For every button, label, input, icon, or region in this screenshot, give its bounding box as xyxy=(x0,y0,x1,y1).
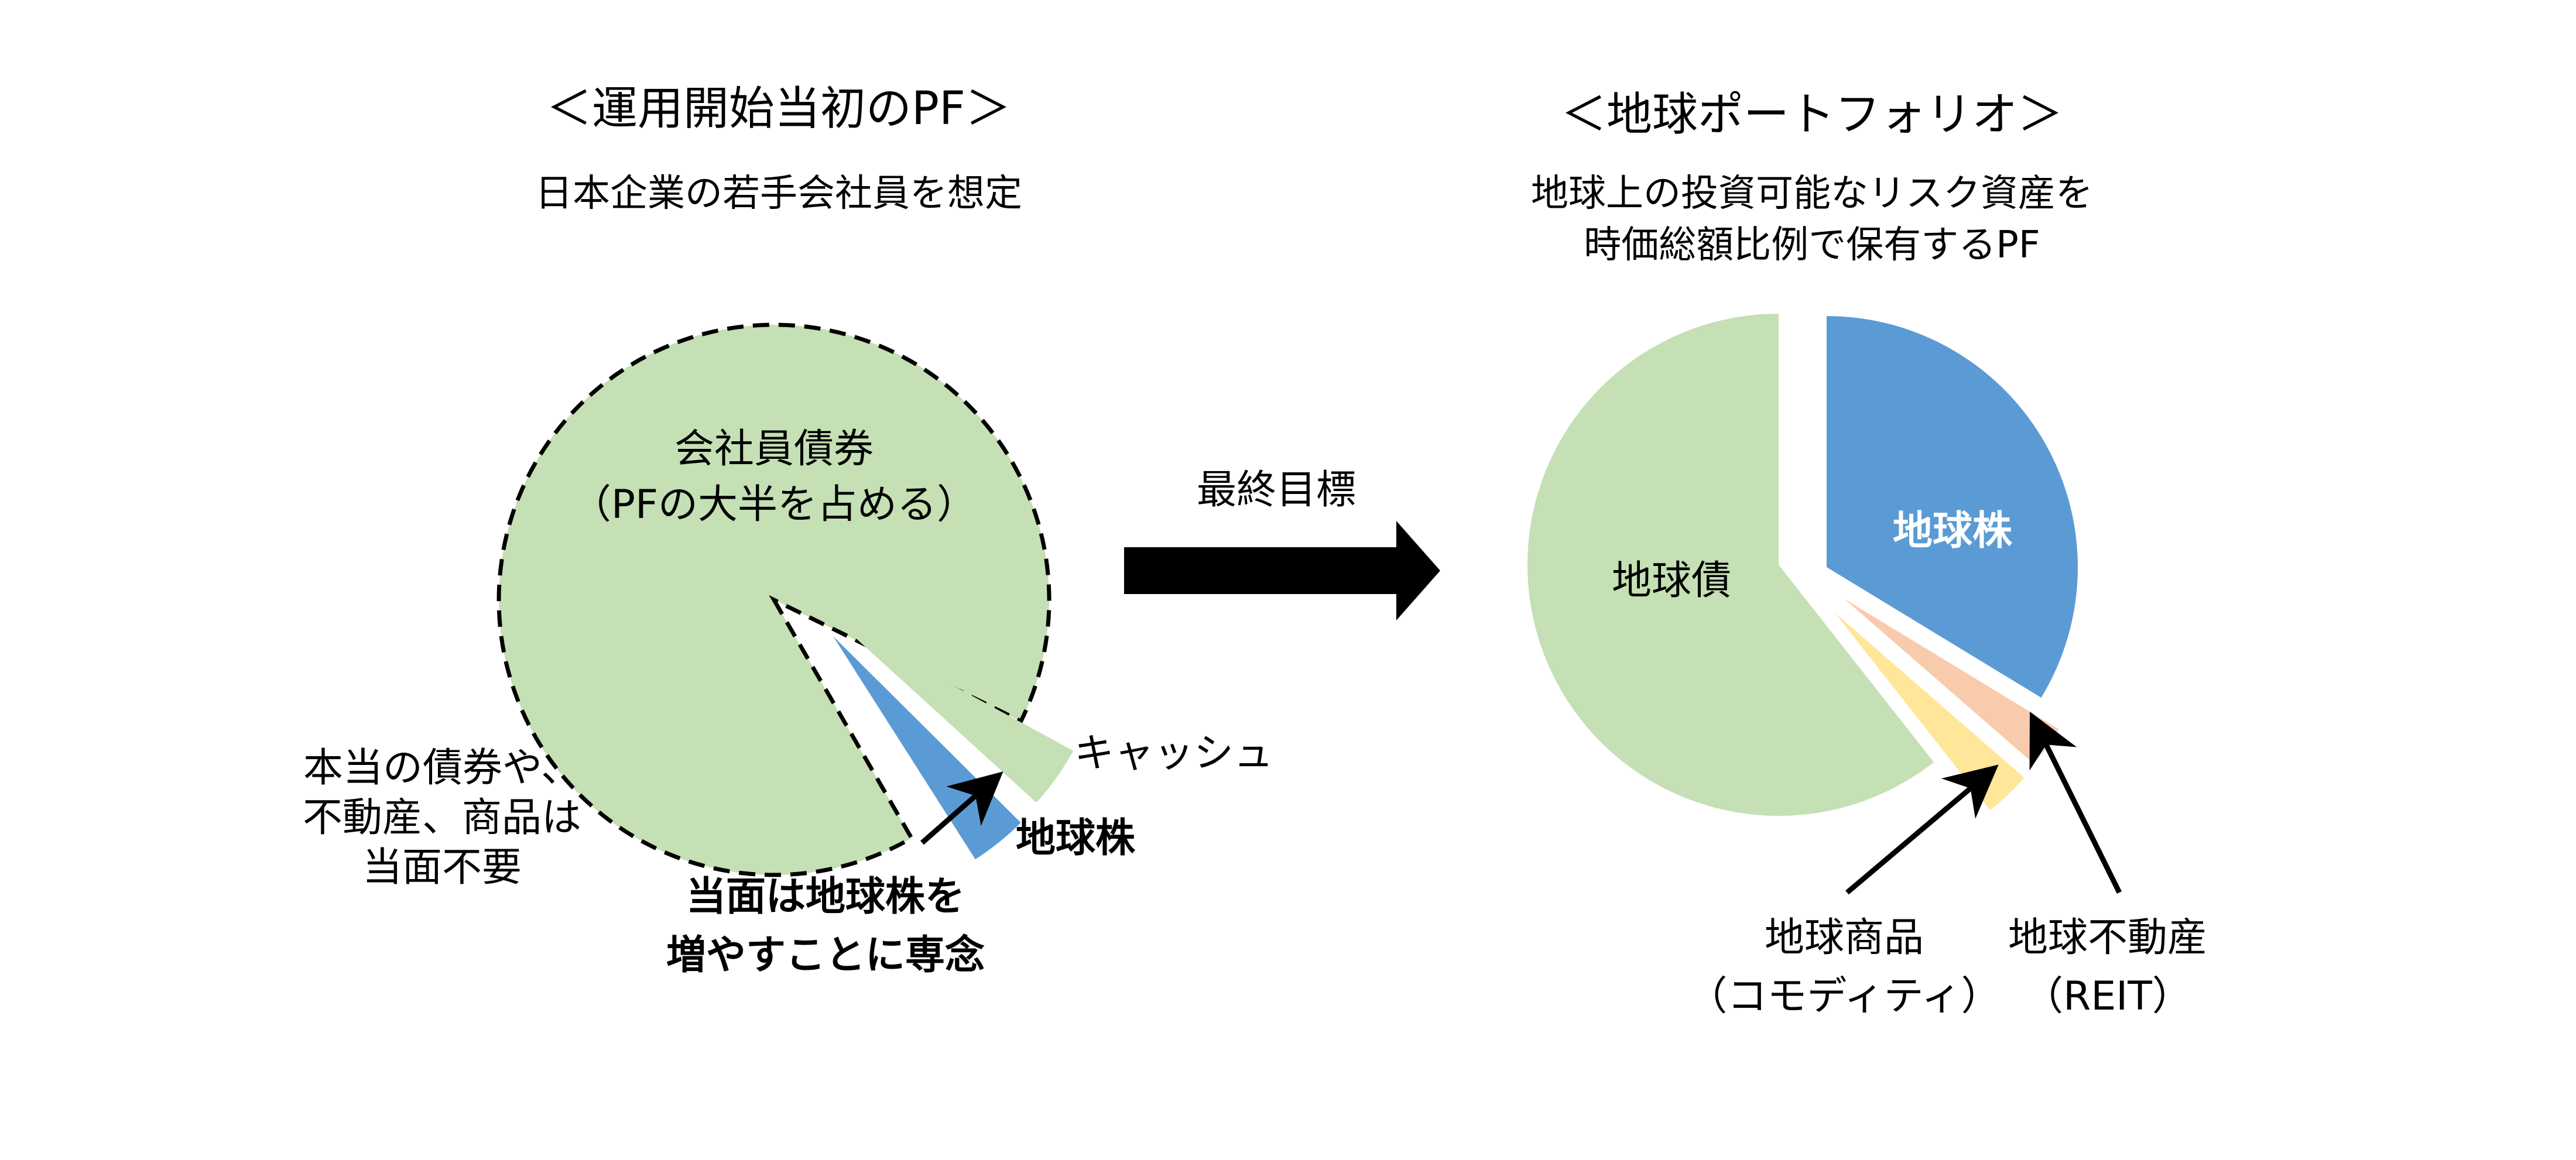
slice-global-reit xyxy=(1844,599,2059,764)
reit-pointer-arrow xyxy=(2029,711,2122,894)
left-title: ＜運用開始当初のPF＞ xyxy=(546,83,1011,135)
emphasis-line-1: 当面は地球株を xyxy=(686,874,965,920)
right-title: ＜地球ポートフォリオ＞ xyxy=(1561,88,2063,141)
reit-label: 地球不動産 xyxy=(2008,915,2207,961)
initial-pf-pie-chart xyxy=(496,322,1074,877)
left-stock-label: 地球株 xyxy=(1016,815,1136,862)
goal-arrow-icon xyxy=(1124,521,1440,620)
stock-pointer-arrow xyxy=(920,771,1003,845)
reit-sublabel: （REIT） xyxy=(2023,973,2192,1020)
company-bond-sublabel: （PFの大半を占める） xyxy=(571,482,977,528)
slice-global-stock xyxy=(1827,316,2078,698)
global-stock-label: 地球株 xyxy=(1893,508,2013,554)
left-subtitle: 日本企業の若手会社員を想定 xyxy=(535,172,1022,215)
commodity-sublabel: （コモディティ） xyxy=(1687,973,2000,1020)
commodity-pointer-arrow xyxy=(1845,764,1999,895)
slice-cash xyxy=(841,624,1074,803)
slice-global-commodity xyxy=(1835,613,2025,811)
cash-label: キャッシュ xyxy=(1074,730,1273,777)
right-subtitle-line-2: 時価総額比例で保有するPF xyxy=(1584,224,2040,267)
note-line-1: 本当の債券や、 xyxy=(303,745,581,791)
global-bond-label: 地球債 xyxy=(1612,558,1731,604)
company-bond-label: 会社員債券 xyxy=(674,426,873,472)
goal-label: 最終目標 xyxy=(1197,467,1356,513)
slice-company-bond xyxy=(496,322,1051,877)
right-subtitle-line-1: 地球上の投資可能なリスク資産を xyxy=(1531,172,2093,215)
slice-global-bond xyxy=(1527,314,1934,816)
emphasis-line-2: 増やすことに専念 xyxy=(666,932,985,979)
note-line-3: 当面不要 xyxy=(362,845,522,891)
note-line-2: 不動産、商品は xyxy=(303,795,581,841)
global-portfolio-pie-chart xyxy=(1527,314,2078,816)
commodity-label: 地球商品 xyxy=(1765,915,1924,961)
